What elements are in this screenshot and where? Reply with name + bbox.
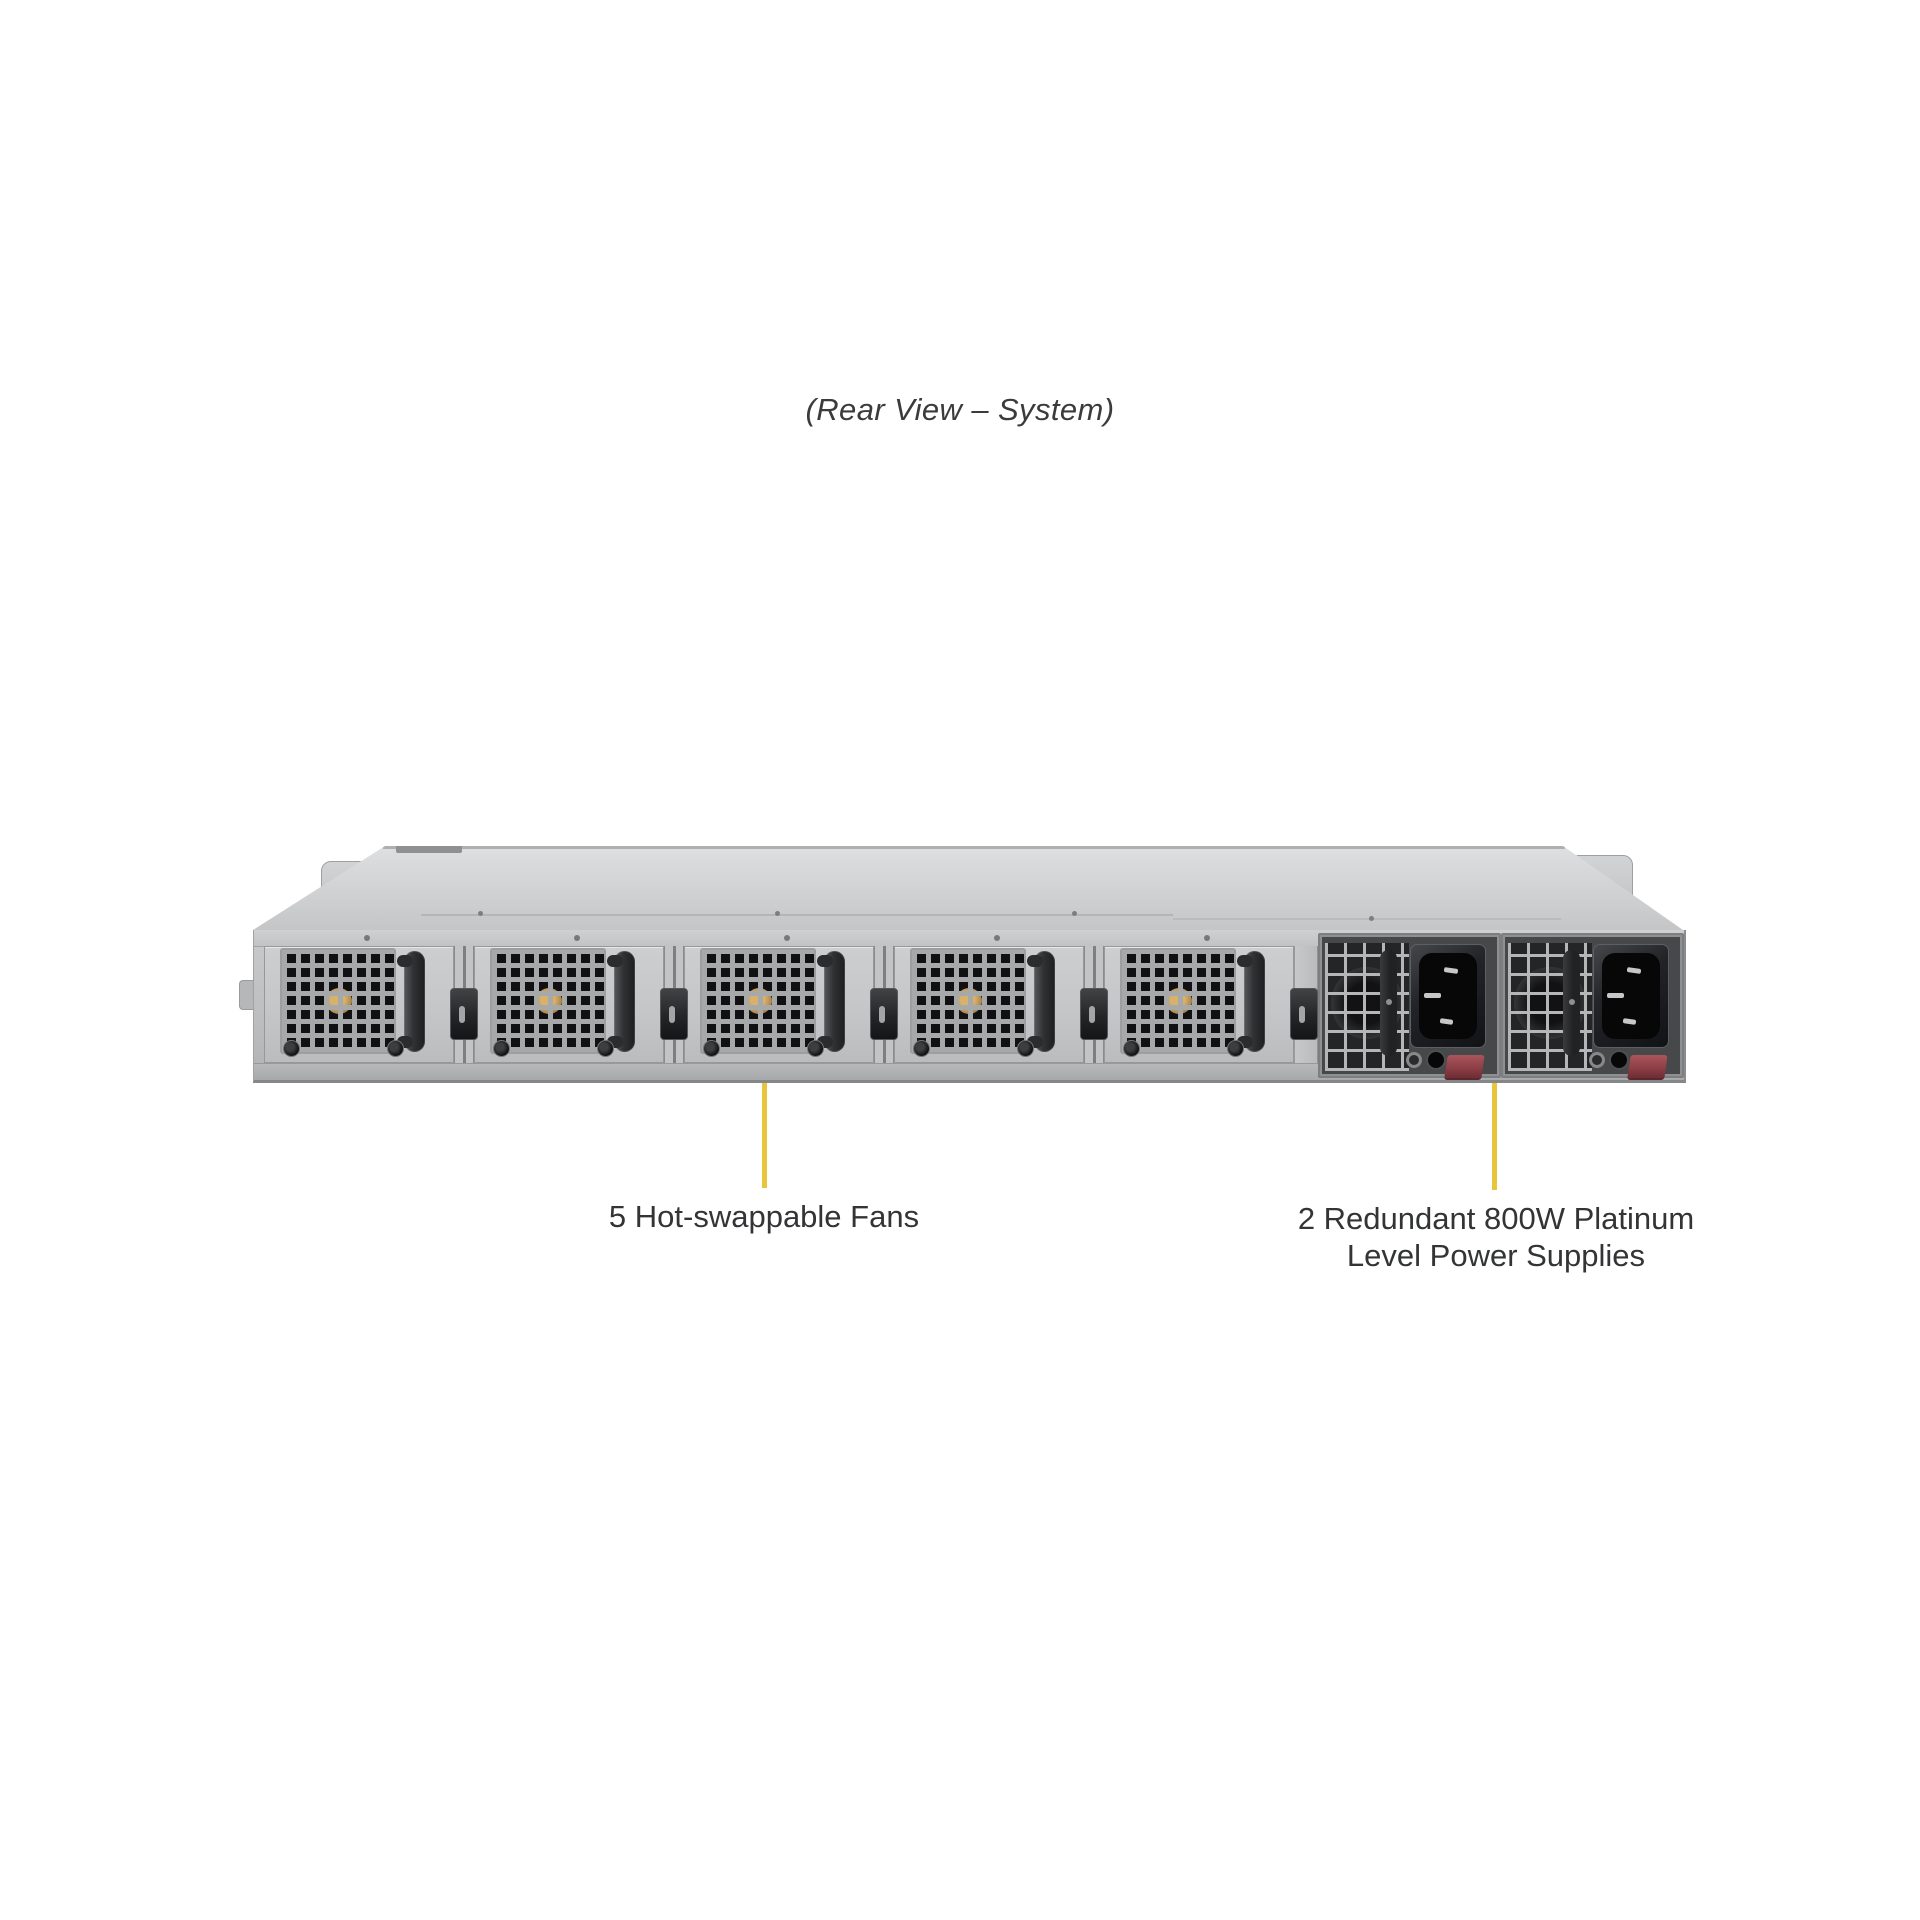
chassis-back-edge [383, 846, 1565, 849]
top-cover-groove [421, 914, 1173, 916]
chassis-top-cover [253, 846, 1683, 930]
c14-power-inlet-icon [1410, 944, 1486, 1048]
screw-icon [784, 935, 790, 941]
figure-title: (Rear View – System) [805, 392, 1115, 427]
fan-release-latch-icon [1080, 988, 1108, 1040]
psu-release-latch-icon [1444, 1055, 1485, 1078]
fan-module [684, 946, 898, 1063]
c14-pin [1626, 967, 1642, 974]
fan-module-faceplate [894, 946, 1084, 1063]
c14-socket [1602, 953, 1660, 1039]
screw-icon [703, 1040, 720, 1057]
fan-hub-icon [956, 988, 982, 1014]
screw-icon [574, 935, 580, 941]
fan-module [1104, 946, 1318, 1063]
fan-hub-icon [326, 988, 352, 1014]
screw-icon [913, 1040, 930, 1057]
screw-icon [994, 935, 1000, 941]
fan-module [894, 946, 1108, 1063]
fan-module-faceplate [474, 946, 664, 1063]
fan-hub-icon [536, 988, 562, 1014]
psu-faceplate [1322, 937, 1497, 1078]
c14-power-inlet-icon [1593, 944, 1669, 1048]
fan-handle-icon [1027, 951, 1055, 1052]
psu-module [1501, 933, 1684, 1078]
fan-release-latch-icon [870, 988, 898, 1040]
psu-handle-icon [1380, 950, 1397, 1056]
screw-icon [1072, 911, 1077, 916]
rear-panel [253, 930, 1686, 1083]
fan-module [474, 946, 688, 1063]
screw-icon [807, 1040, 824, 1057]
fan-module-faceplate [264, 946, 454, 1063]
fan-handle-icon [607, 951, 635, 1052]
psu-faceplate [1505, 937, 1680, 1078]
callout-line-power-supplies [1492, 1076, 1497, 1190]
psu-led-hole-icon [1426, 1050, 1446, 1070]
screw-icon [1123, 1040, 1140, 1057]
callout-line-fans [762, 1070, 767, 1188]
server-chassis-rear-view [239, 838, 1686, 1083]
c14-pin [1439, 1018, 1454, 1025]
fan-grille-icon [700, 948, 816, 1054]
fan-handle-icon [817, 951, 845, 1052]
c14-pin [1443, 967, 1459, 974]
psu-led-hole-icon [1609, 1050, 1629, 1070]
screw-icon [387, 1040, 404, 1057]
screw-icon [1406, 1052, 1422, 1068]
screw-icon [1204, 935, 1210, 941]
psu-release-latch-icon [1627, 1055, 1668, 1078]
fan-release-latch-icon [450, 988, 478, 1040]
fan-grille-icon [910, 948, 1026, 1054]
fan-module [264, 946, 478, 1063]
screw-icon [283, 1040, 300, 1057]
callout-label-power-supplies-line2: Level Power Supplies [1346, 1238, 1646, 1273]
c14-pin [1424, 993, 1441, 998]
screw-icon [597, 1040, 614, 1057]
fan-hub-icon [746, 988, 772, 1014]
callout-label-power-supplies: 2 Redundant 800W Platinum Level Power Su… [1298, 1200, 1694, 1274]
c14-pin [1622, 1018, 1637, 1025]
c14-socket [1419, 953, 1477, 1039]
fan-grille-icon [490, 948, 606, 1054]
screw-icon [1227, 1040, 1244, 1057]
fan-module-faceplate [1104, 946, 1294, 1063]
fan-release-latch-icon [1290, 988, 1318, 1040]
fan-bay [264, 946, 1318, 1063]
screw-icon [1017, 1040, 1034, 1057]
screw-icon [775, 911, 780, 916]
psu-module [1318, 933, 1501, 1078]
rack-ear-left-tab [239, 980, 255, 1010]
screw-icon [1589, 1052, 1605, 1068]
screw-icon [478, 911, 483, 916]
callout-label-fans: 5 Hot-swappable Fans [608, 1199, 920, 1234]
fan-handle-icon [397, 951, 425, 1052]
fan-handle-icon [1237, 951, 1265, 1052]
fan-module-faceplate [684, 946, 874, 1063]
fan-grille-icon [1120, 948, 1236, 1054]
psu-handle-icon [1563, 950, 1580, 1056]
fan-release-latch-icon [660, 988, 688, 1040]
callout-label-power-supplies-line1: 2 Redundant 800W Platinum [1297, 1201, 1695, 1236]
c14-pin [1607, 993, 1624, 998]
top-cover-groove [1173, 918, 1561, 920]
screw-icon [493, 1040, 510, 1057]
fan-hub-icon [1166, 988, 1192, 1014]
fan-grille-icon [280, 948, 396, 1054]
screw-icon [1369, 916, 1374, 921]
screw-icon [364, 935, 370, 941]
chassis-back-tab [396, 846, 462, 853]
